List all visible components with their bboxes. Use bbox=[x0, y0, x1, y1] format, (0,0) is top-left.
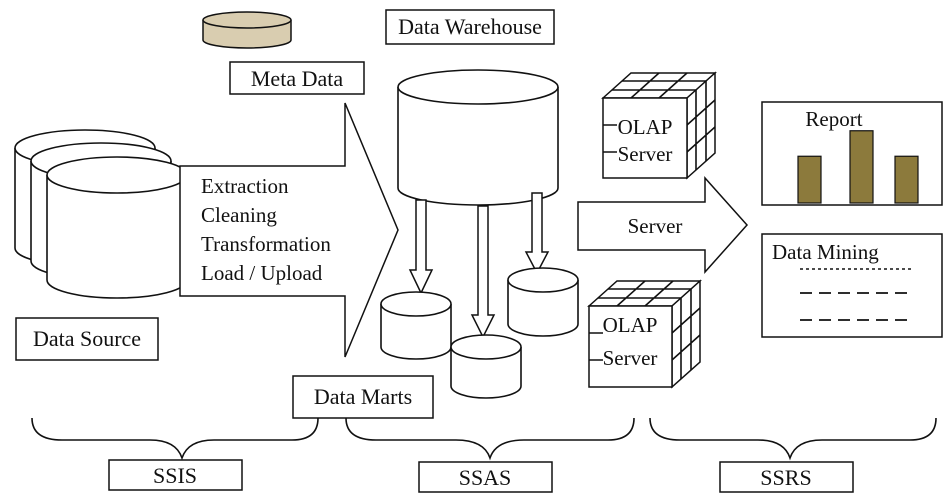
data-warehouse-cylinder bbox=[397, 69, 559, 206]
data-source-box bbox=[15, 317, 159, 361]
server-label: Server bbox=[628, 214, 683, 238]
olap-server-bottom-line1: OLAP bbox=[603, 313, 658, 337]
server-arrow bbox=[577, 176, 749, 274]
report-bar-chart bbox=[797, 130, 919, 204]
olap-server-bottom-line2: Server bbox=[603, 346, 658, 370]
data-mart-cylinder-3 bbox=[507, 267, 579, 337]
ssas-label: SSAS bbox=[459, 465, 512, 490]
data-source-label: Data Source bbox=[33, 326, 141, 351]
etl-step-extraction: Extraction bbox=[201, 174, 289, 198]
meta-data-box bbox=[229, 61, 365, 95]
warehouse-to-mart-arrow-2 bbox=[470, 205, 496, 339]
olap-server-top-line2: Server bbox=[618, 142, 673, 166]
ssas-brace bbox=[345, 417, 635, 461]
report-bar bbox=[849, 130, 874, 204]
etl-step-load-upload: Load / Upload bbox=[201, 261, 323, 285]
data-mart-cylinder-1 bbox=[380, 291, 452, 360]
meta-data-cylinder bbox=[202, 11, 292, 49]
data-mart-cylinder-2 bbox=[450, 334, 522, 399]
report-bar bbox=[894, 155, 919, 204]
olap-cube-top bbox=[601, 71, 717, 180]
data-mining-panel bbox=[761, 233, 943, 338]
report-label: Report bbox=[805, 107, 862, 131]
etl-step-transformation: Transformation bbox=[201, 232, 331, 256]
data-mining-label: Data Mining bbox=[772, 240, 879, 264]
olap-server-top-line1: OLAP bbox=[618, 115, 673, 139]
ssrs-label: SSRS bbox=[760, 465, 811, 490]
report-bar bbox=[797, 155, 822, 204]
ssis-label: SSIS bbox=[153, 463, 197, 488]
data-warehouse-box bbox=[385, 9, 555, 45]
ssrs-brace bbox=[649, 417, 937, 461]
meta-data-label: Meta Data bbox=[251, 66, 343, 91]
etl-step-cleaning: Cleaning bbox=[201, 203, 277, 227]
data-mining-dashed-lines bbox=[800, 268, 912, 321]
warehouse-to-mart-arrow-1 bbox=[408, 199, 434, 295]
olap-cube-bottom bbox=[587, 279, 702, 389]
data-warehouse-label: Data Warehouse bbox=[398, 14, 542, 39]
etl-arrow bbox=[179, 102, 399, 358]
data-marts-box bbox=[292, 375, 434, 419]
ssrs-box bbox=[719, 461, 854, 493]
ssis-brace bbox=[31, 417, 319, 461]
warehouse-to-mart-arrow-3 bbox=[524, 192, 550, 275]
data-source-cylinders bbox=[14, 129, 188, 299]
data-marts-label: Data Marts bbox=[314, 384, 412, 409]
ssis-box bbox=[108, 459, 243, 491]
ssas-box bbox=[418, 461, 553, 493]
